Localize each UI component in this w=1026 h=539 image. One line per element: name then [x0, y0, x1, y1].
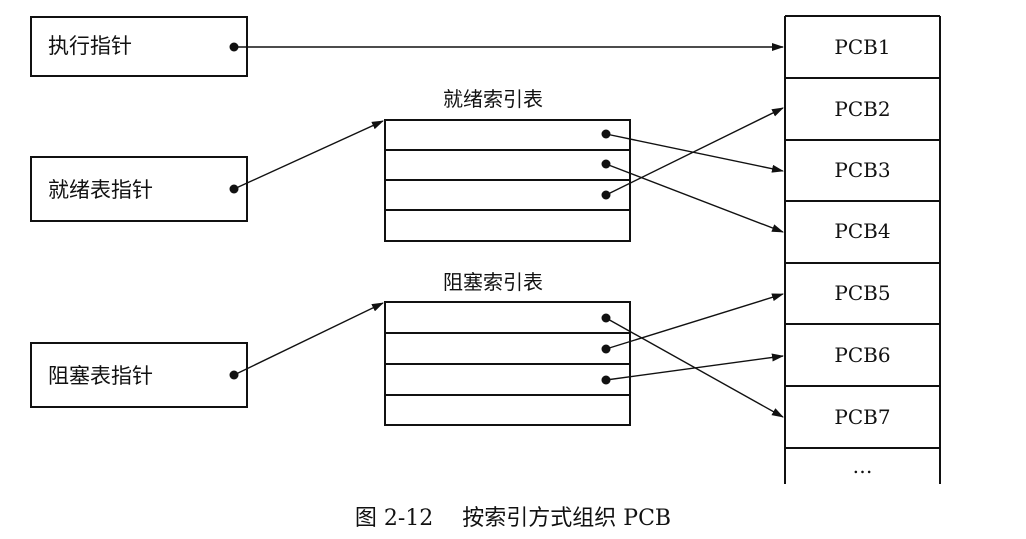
blocked-table-pointer-label: 阻塞表指针	[48, 364, 153, 388]
ready-table-pointer-label: 就绪表指针	[48, 178, 153, 202]
pcb-ellipsis-label: …	[852, 454, 873, 478]
blocked-table-pointer-box	[30, 342, 248, 408]
blocked-table-pointer-dot	[229, 370, 239, 380]
pcb-2-label: PCB2	[834, 97, 891, 121]
arrow-ready-pointer-to-ready-table	[233, 120, 384, 190]
arrow-ready-entry1-to-pcb3	[605, 133, 784, 173]
ready-index-table	[384, 119, 631, 242]
ready-entry-dot	[601, 129, 611, 139]
ready-table-pointer-dot	[229, 184, 239, 194]
pcb-7-label: PCB7	[834, 405, 891, 429]
blocked-index-table-title: 阻塞索引表	[443, 270, 543, 294]
pcb-4-label: PCB4	[834, 219, 891, 243]
arrow-ready-entry2-to-pcb4	[605, 163, 784, 233]
figure-caption: 图 2-12 按索引方式组织 PCB	[354, 506, 672, 531]
pcb-6-label: PCB6	[834, 343, 891, 367]
pcb-column	[784, 15, 941, 484]
running-pointer-dot	[229, 42, 239, 52]
ready-index-table-title: 就绪索引表	[443, 87, 543, 111]
blocked-entry-dot	[601, 375, 611, 385]
running-pointer-label: 执行指针	[48, 34, 132, 58]
ready-entry-dot	[601, 190, 611, 200]
running-pointer-box	[30, 16, 248, 77]
arrow-blocked-pointer-to-blocked-table	[233, 302, 384, 376]
blocked-entry-dot	[601, 344, 611, 354]
arrow-blocked-entry3-to-pcb6	[605, 353, 784, 381]
blocked-entry-dot	[601, 313, 611, 323]
blocked-index-table	[384, 301, 631, 426]
ready-entry-dot	[601, 159, 611, 169]
pcb-5-label: PCB5	[834, 281, 891, 305]
pcb-3-label: PCB3	[834, 158, 891, 182]
arrow-blocked-entry2-to-pcb5	[605, 293, 784, 350]
arrow-ready-entry3-to-pcb2	[605, 107, 784, 196]
pcb-1-label: PCB1	[834, 35, 891, 59]
ready-table-pointer-box	[30, 156, 248, 222]
